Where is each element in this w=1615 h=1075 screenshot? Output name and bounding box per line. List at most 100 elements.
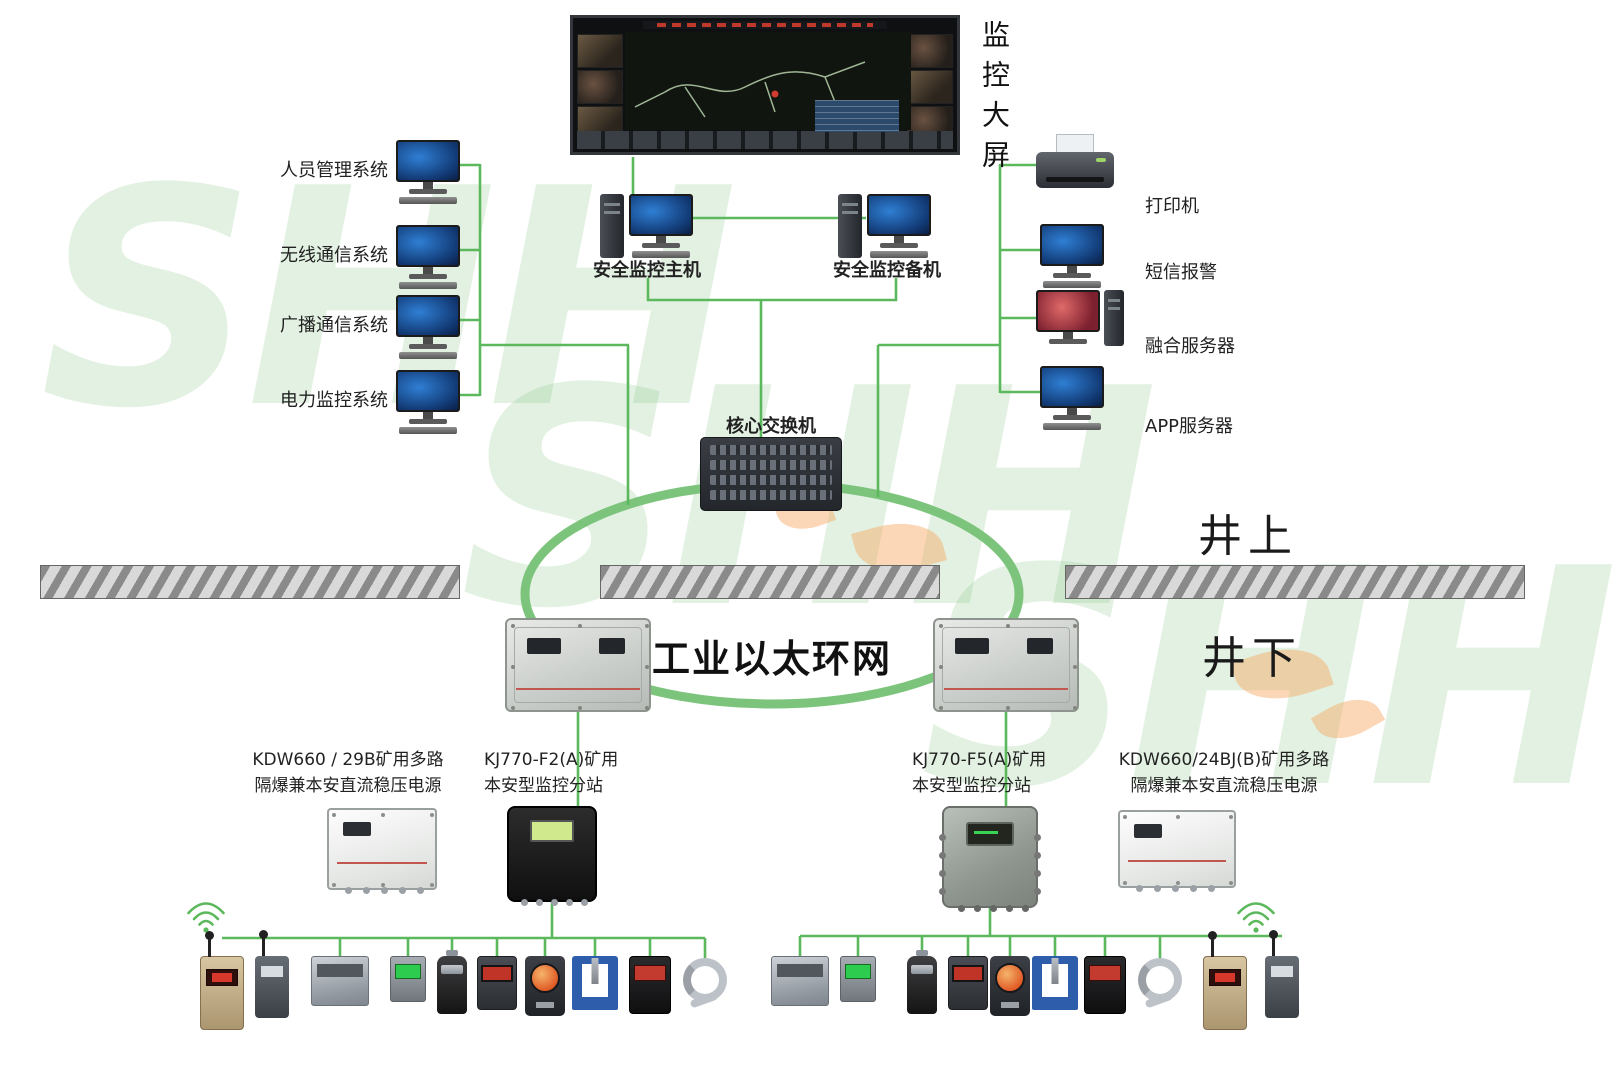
monitoring-substation-left (507, 806, 597, 906)
sensor-display (634, 965, 666, 981)
monitor-base (642, 243, 680, 248)
monitor-base (1053, 273, 1091, 278)
monitor-screen (396, 140, 460, 182)
label-app-server: APP服务器 (1145, 416, 1234, 437)
sensor-display (395, 964, 421, 979)
sensor-display (911, 965, 933, 974)
monitor-stand (1067, 408, 1077, 415)
safety-monitoring-host (600, 194, 693, 258)
sensor-pump-black (907, 956, 937, 1014)
label-fusion-server: 融合服务器 (1145, 336, 1235, 357)
sensor-box-black-red (629, 956, 671, 1014)
sensor-screen-green (840, 956, 876, 1002)
monitor-stand (423, 337, 433, 344)
cable-glands (521, 899, 528, 906)
keyboard-icon (399, 352, 457, 359)
sensor-cable-gray (682, 956, 728, 1006)
keyboard-icon (1043, 423, 1101, 430)
monitor-base (409, 419, 447, 424)
bolt-icons (1123, 815, 1127, 819)
camera-feed-icon (907, 70, 953, 104)
label-core-switch: 核心交换机 (726, 416, 816, 437)
cable-glands (1136, 885, 1143, 892)
switch-ports (710, 445, 832, 455)
sensor-display-red (948, 956, 988, 1010)
keyboard-icon (399, 282, 457, 289)
sensor-valve-blue (1032, 956, 1078, 1010)
cable-glands (1034, 834, 1041, 841)
label-left-power-supply: KDW660 / 29B矿用多路 隔爆兼本安直流稳压电源 (252, 750, 444, 796)
data-table-panel (815, 100, 899, 132)
monitor-base (1053, 415, 1091, 420)
keyboard-icon (870, 251, 928, 258)
monitor-screen (396, 295, 460, 337)
pc-tower-icon (600, 194, 624, 258)
bolt-icons (511, 624, 515, 628)
bolt-icons (939, 624, 943, 628)
keyboard-icon (399, 427, 457, 434)
wireless-comm-monitor (396, 225, 460, 289)
psu-stripe (337, 862, 427, 864)
power-supply-left (327, 808, 437, 894)
ground-hatch (40, 565, 460, 599)
enclosure-window (599, 638, 625, 654)
sensor-box-gray (311, 956, 369, 1006)
enclosure-window (955, 638, 989, 654)
monitor-stand (423, 182, 433, 189)
switch-ports (710, 475, 832, 485)
psu-window (343, 822, 371, 836)
monitor-screen (396, 225, 460, 267)
wifi-icon (187, 902, 225, 933)
psu-window (1134, 824, 1162, 838)
video-wall (570, 15, 960, 155)
enclosure-window (527, 638, 561, 654)
monitor-screen (1040, 224, 1104, 266)
cable-glands (939, 834, 946, 841)
sensor-display (317, 964, 363, 977)
sensor-display (1271, 966, 1293, 977)
wifi-icon (1237, 902, 1275, 933)
camera-feed-icon (577, 34, 623, 68)
monitor-base (409, 189, 447, 194)
substation-display (966, 822, 1014, 846)
printer-button (1096, 158, 1106, 162)
ground-hatch (600, 565, 940, 599)
label-power-monitoring-system: 电力监控系统 (280, 390, 388, 411)
sensor-box-black-red (1084, 956, 1126, 1014)
sensor-box-gray (771, 956, 829, 1006)
core-switch (700, 437, 842, 511)
sms-alarm-monitor (1040, 224, 1104, 288)
label-wireless-comm-system: 无线通信系统 (280, 245, 388, 266)
safety-monitoring-backup (838, 194, 931, 258)
sensor-display (777, 964, 823, 977)
sensor-display (845, 964, 871, 979)
label-right-station: KJ770-F5(A)矿用 本安型监控分站 (912, 750, 1047, 796)
sensor-wireless-tan (1203, 931, 1247, 1030)
sensor-display (1209, 969, 1241, 986)
switch-ports (710, 460, 832, 470)
monitor-stand (894, 236, 904, 243)
label-right-power-supply: KDW660/24BJ(B)矿用多路 隔爆兼本安直流稳压电源 (1118, 750, 1330, 796)
ring-substation-right (933, 618, 1079, 712)
monitoring-substation-right (939, 806, 1041, 912)
video-wall-label: 监控大屏 (978, 20, 1011, 180)
sensor-display (441, 965, 463, 974)
keyboard-icon (632, 251, 690, 258)
sensor-display (261, 966, 283, 977)
server-tower-icon (1104, 290, 1124, 346)
bolt-icons (332, 813, 336, 817)
psu-stripe (1128, 860, 1226, 862)
camera-feed-icon (907, 34, 953, 68)
power-monitoring-monitor (396, 370, 460, 434)
monitor-screen (1040, 366, 1104, 408)
thumbnail-strip (577, 131, 953, 149)
cable-glands (345, 887, 352, 894)
sensor-display (481, 965, 513, 982)
fusion-server (1036, 290, 1124, 346)
label-underground: 井下 (1202, 633, 1302, 684)
pc-tower-icon (838, 194, 862, 258)
label-sms-alarm: 短信报警 (1145, 262, 1217, 283)
printer-slot (1046, 177, 1104, 182)
power-supply-right (1118, 810, 1236, 892)
